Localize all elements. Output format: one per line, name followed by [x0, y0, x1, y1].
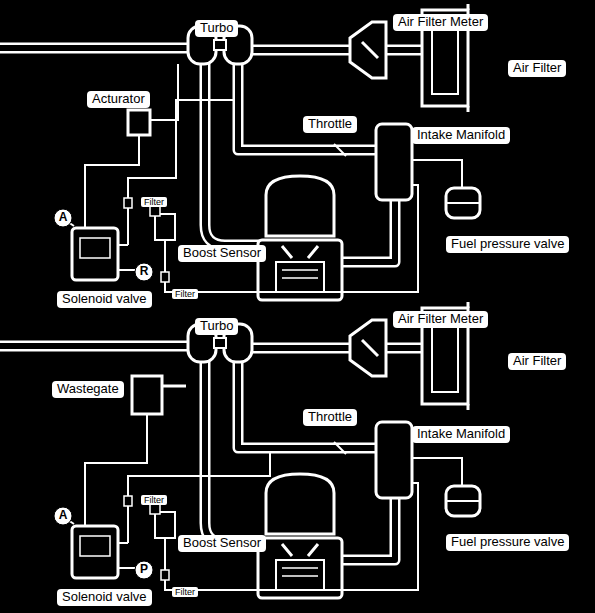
label-text: Wastegate — [57, 381, 119, 396]
circle-shape — [135, 263, 153, 281]
part-label: Throttle — [303, 116, 357, 133]
label-text: Air Filter — [513, 353, 561, 368]
part-label: Air Filter — [508, 60, 566, 77]
part-label: Air Filter — [508, 353, 566, 370]
part-label: Boost Sensor — [178, 245, 266, 262]
label-text: Intake Manifold — [417, 426, 505, 441]
part-label: Wastegate — [52, 381, 124, 398]
filter-label: Filter — [141, 495, 167, 505]
top-panel — [0, 4, 480, 300]
label-text: Turbo — [200, 318, 233, 333]
part-label: Turbo — [195, 20, 238, 37]
filter-label: Filter — [141, 197, 167, 207]
label-text: P — [140, 563, 148, 577]
part-label: Intake Manifold — [412, 426, 510, 443]
filter-label: Filter — [172, 587, 198, 597]
part-label: Intake Manifold — [412, 127, 510, 144]
label-text: Filter — [144, 197, 164, 207]
circle-shape — [54, 507, 72, 525]
label-text: Boost Sensor — [183, 535, 261, 550]
actuator-rod — [150, 64, 178, 120]
actuator — [128, 110, 150, 135]
part-label: Air Filter Meter — [393, 311, 488, 328]
label-text: Intake Manifold — [417, 127, 505, 142]
part-label: Solenoid valve — [57, 291, 152, 308]
label-text: Air Filter Meter — [398, 311, 483, 326]
label-text: R — [140, 265, 149, 279]
wastegate-link — [162, 385, 186, 388]
part-label: Fuel pressure valve — [446, 534, 569, 551]
bottom-panel — [0, 302, 480, 598]
label-text: Filter — [175, 587, 195, 597]
label-text: Filter — [144, 495, 164, 505]
label-text: Filter — [175, 289, 195, 299]
port-circle: A — [53, 208, 73, 228]
label-text: Solenoid valve — [62, 589, 147, 604]
port-circle: P — [134, 560, 154, 580]
label-text: Throttle — [308, 409, 352, 424]
label-text: A — [59, 211, 68, 225]
label-text: Fuel pressure valve — [451, 236, 564, 251]
label-text: A — [59, 509, 68, 523]
part-label: Throttle — [303, 409, 357, 426]
wastegate — [132, 376, 162, 414]
label-text: Acturator — [92, 91, 145, 106]
pressure-hose — [128, 453, 270, 543]
part-label: Boost Sensor — [178, 535, 266, 552]
part-label: Air Filter Meter — [393, 14, 488, 31]
label-text: Boost Sensor — [183, 245, 261, 260]
actuator-hose — [85, 135, 139, 228]
circle-shape — [135, 561, 153, 579]
label-text: Air Filter — [513, 60, 561, 75]
label-text: Fuel pressure valve — [451, 534, 564, 549]
part-label: Fuel pressure valve — [446, 236, 569, 253]
part-label: Solenoid valve — [57, 589, 152, 606]
part-label: Acturator — [87, 91, 150, 108]
port-circle: R — [134, 262, 154, 282]
circle-shape — [54, 209, 72, 227]
label-text: Air Filter Meter — [398, 14, 483, 29]
wastegate-hose — [85, 414, 147, 526]
part-label: Turbo — [195, 318, 238, 335]
label-text: Throttle — [308, 116, 352, 131]
pressure-hose — [128, 100, 233, 245]
port-circle: A — [53, 506, 73, 526]
label-text: Solenoid valve — [62, 291, 147, 306]
label-text: Turbo — [200, 20, 233, 35]
filter-label: Filter — [172, 289, 198, 299]
